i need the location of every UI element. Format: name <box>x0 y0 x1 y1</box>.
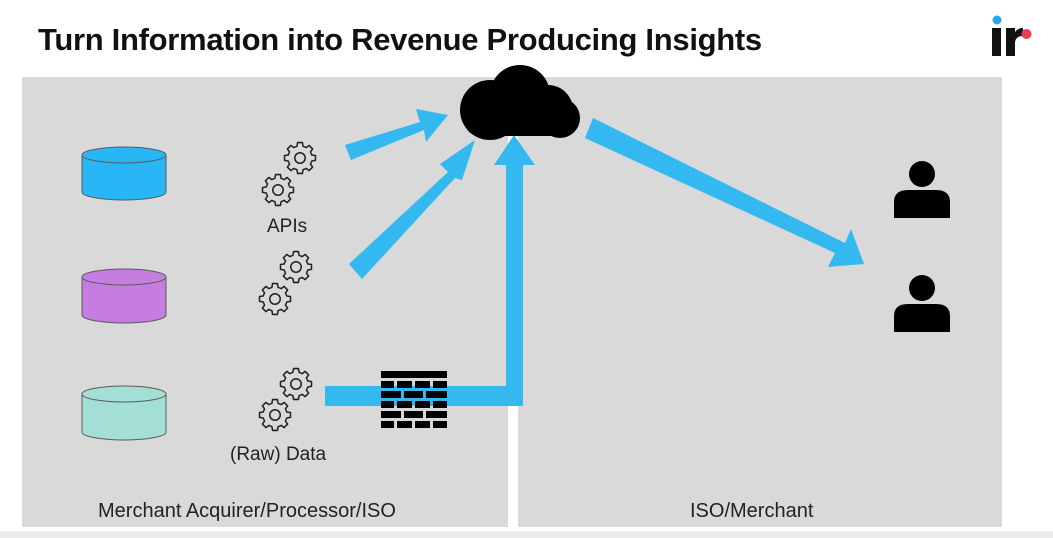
gears-icon <box>258 367 313 432</box>
raw-data-label: (Raw) Data <box>230 444 327 465</box>
slide-title: Turn Information into Revenue Producing … <box>38 22 762 57</box>
gears-icon <box>258 250 313 316</box>
database-icon <box>81 268 167 324</box>
apis-label: APIs <box>267 216 308 237</box>
logo-icon <box>992 15 1032 56</box>
user-icon <box>894 275 950 332</box>
database-icon <box>81 146 167 201</box>
firewall-icon <box>381 371 447 428</box>
arrow-apis-to-cloud <box>345 109 448 160</box>
right-panel <box>518 77 1002 527</box>
user-icon <box>894 161 950 218</box>
arrow-cloud-to-users <box>585 118 864 267</box>
gears-icon <box>261 141 317 207</box>
arrow-rawdata-to-cloud <box>325 135 535 406</box>
bottom-bar <box>0 531 1053 538</box>
left-panel-label: Merchant Acquirer/Processor/ISO <box>98 500 396 522</box>
cloud-icon <box>460 65 580 140</box>
database-icon <box>81 385 167 441</box>
arrow-gears-to-cloud <box>349 140 475 279</box>
right-panel-label: ISO/Merchant <box>690 500 814 522</box>
